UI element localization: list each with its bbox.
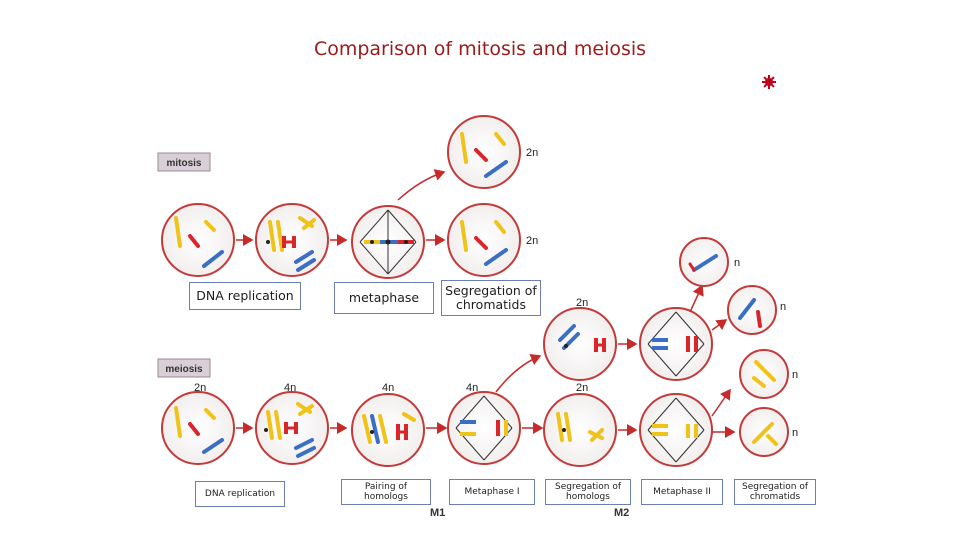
mitosis-metaphase-cell — [351, 205, 425, 279]
svg-text:meiosis: meiosis — [165, 364, 203, 375]
svg-text:mitosis: mitosis — [166, 158, 201, 169]
mitosis-cell-2 — [255, 203, 329, 277]
mitosis-cell-1 — [161, 203, 235, 277]
ploidy-label: n — [792, 427, 798, 439]
haploid-cell-1 — [679, 237, 729, 287]
haploid-cell-3 — [739, 349, 789, 399]
phase-label-m1: M1 — [430, 507, 445, 519]
mitosis-row-label: mitosis — [157, 152, 211, 172]
ploidy-label: 4n — [466, 382, 478, 394]
ploidy-label: 4n — [382, 382, 394, 394]
ploidy-label: 2n — [526, 235, 538, 247]
tag-segregation-of-chromatids: Segregation of chromatids — [441, 280, 541, 316]
tag-metaphase: metaphase — [334, 282, 434, 314]
tag-pairing-of-homologs: Pairing of homologs — [341, 479, 431, 505]
ploidy-label: 2n — [576, 382, 588, 394]
phase-label-m2: M2 — [614, 507, 629, 519]
haploid-cell-4 — [739, 407, 789, 457]
ploidy-label: n — [792, 369, 798, 381]
meiosis-cell-2 — [255, 391, 329, 465]
tag-meiosis-dna-replication: DNA replication — [195, 481, 285, 507]
mitosis-daughter-cell-2 — [447, 203, 521, 277]
meiosis-m1-daughter-2 — [543, 393, 617, 467]
bullet-icon — [762, 75, 776, 89]
tag-segregation-of-chromatids-meiosis: Segregation of chromatids — [734, 479, 816, 505]
ploidy-label: n — [780, 301, 786, 313]
page-title: Comparison of mitosis and meiosis — [313, 38, 647, 60]
meiosis-metaphase-2-cell-a — [639, 307, 713, 381]
meiosis-cell-1 — [161, 391, 235, 465]
ploidy-label: n — [734, 257, 740, 269]
ploidy-label: 2n — [194, 382, 206, 394]
meiosis-row-label: meiosis — [157, 358, 211, 378]
tag-metaphase-1: Metaphase I — [449, 479, 535, 505]
mitosis-daughter-cell-1 — [447, 115, 521, 189]
tag-dna-replication: DNA replication — [189, 282, 301, 310]
ploidy-label: 2n — [526, 147, 538, 159]
meiosis-pairing-cell — [351, 393, 425, 467]
meiosis-m1-daughter-1 — [543, 307, 617, 381]
ploidy-label: 4n — [284, 382, 296, 394]
ploidy-label: 2n — [576, 297, 588, 309]
tag-segregation-of-homologs: Segregation of homologs — [545, 479, 631, 505]
meiosis-metaphase-2-cell-b — [639, 393, 713, 467]
haploid-cell-2 — [727, 285, 777, 335]
tag-metaphase-2: Metaphase II — [641, 479, 723, 505]
meiosis-metaphase-1-cell — [447, 391, 521, 465]
